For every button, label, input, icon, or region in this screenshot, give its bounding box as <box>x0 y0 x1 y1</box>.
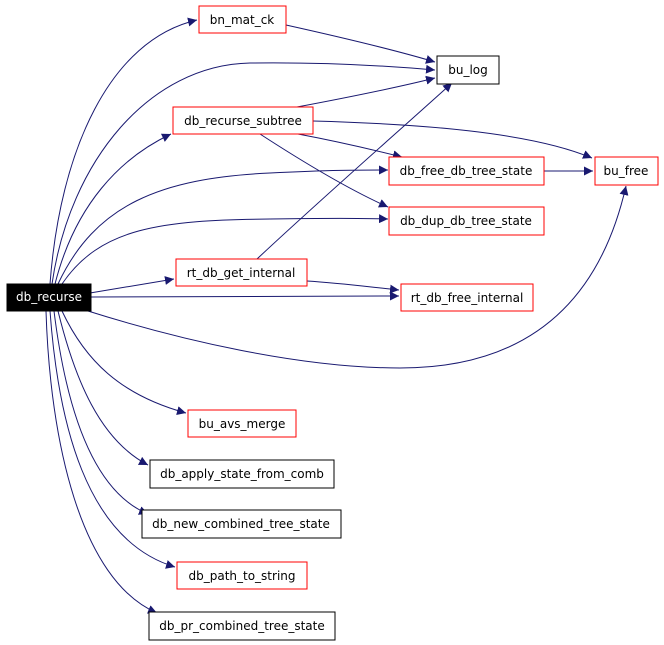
node-rt_db_free_internal-label: rt_db_free_internal <box>411 291 524 305</box>
edge-db_recurse-bu_avs_merge <box>61 310 187 415</box>
edge-db_recurse-db_path_to_string <box>49 310 176 569</box>
node-db_apply_state_from_comb-label: db_apply_state_from_comb <box>160 467 324 481</box>
node-db_pr_combined_tree_state[interactable]: db_pr_combined_tree_state <box>148 611 336 641</box>
edge-db_recurse-bu_free <box>87 185 629 369</box>
edge-bn_mat_ck-bu_log <box>285 24 436 64</box>
edge-db_recurse-bn_mat_ck <box>49 17 198 285</box>
node-db_dup_db_tree_state[interactable]: db_dup_db_tree_state <box>388 206 545 236</box>
node-db_recurse[interactable]: db_recurse <box>6 283 92 312</box>
node-bu_free[interactable]: bu_free <box>594 156 659 186</box>
edge-db_recurse-rt_db_free_internal <box>89 291 400 301</box>
edge-rt_db_get_internal-rt_db_free_internal <box>306 280 400 294</box>
node-rt_db_free_internal[interactable]: rt_db_free_internal <box>400 283 534 312</box>
node-bn_mat_ck[interactable]: bn_mat_ck <box>198 5 287 34</box>
edge-db_recurse-db_new_combined_tree_state <box>53 310 149 515</box>
node-db_recurse-label: db_recurse <box>16 290 82 304</box>
node-db_path_to_string-box <box>176 561 308 590</box>
node-db_recurse_subtree-label: db_recurse_subtree <box>184 114 302 128</box>
node-db_apply_state_from_comb-box <box>149 459 335 489</box>
node-db_new_combined_tree_state-box <box>141 509 342 539</box>
edge-rt_db_get_internal-bu_log <box>256 82 453 260</box>
node-db_pr_combined_tree_state-label: db_pr_combined_tree_state <box>159 619 325 633</box>
edge-db_recurse_subtree-bu_log <box>296 75 436 108</box>
edge-db_recurse-db_dup_db_tree_state <box>61 214 389 285</box>
node-rt_db_get_internal-box <box>175 258 308 287</box>
node-bu_avs_merge-box <box>187 409 297 438</box>
node-bu_free-box <box>594 156 659 186</box>
node-rt_db_get_internal[interactable]: rt_db_get_internal <box>175 258 308 287</box>
node-db_new_combined_tree_state[interactable]: db_new_combined_tree_state <box>141 509 342 539</box>
node-bu_avs_merge-label: bu_avs_merge <box>199 417 286 431</box>
node-bu_free-label: bu_free <box>604 164 649 178</box>
edge-db_recurse_subtree-db_free_db_tree_state <box>297 133 403 160</box>
node-db_apply_state_from_comb[interactable]: db_apply_state_from_comb <box>149 459 335 489</box>
node-rt_db_get_internal-label: rt_db_get_internal <box>187 266 296 280</box>
node-db_recurse_subtree[interactable]: db_recurse_subtree <box>172 106 314 135</box>
node-bu_log[interactable]: bu_log <box>436 55 500 85</box>
node-db_free_db_tree_state-label: db_free_db_tree_state <box>400 164 533 178</box>
edge-db_recurse-db_pr_combined_tree_state <box>45 310 158 614</box>
edge-db_recurse-db_apply_state_from_comb <box>57 310 149 466</box>
node-db_path_to_string-label: db_path_to_string <box>188 569 295 583</box>
node-db_pr_combined_tree_state-box <box>148 611 336 641</box>
node-db_path_to_string[interactable]: db_path_to_string <box>176 561 308 590</box>
node-rt_db_free_internal-box <box>400 283 534 312</box>
edge-db_recurse-bu_log <box>51 62 436 285</box>
edge-db_recurse_subtree-db_dup_db_tree_state <box>259 133 389 208</box>
node-bu_log-label: bu_log <box>448 63 488 77</box>
edge-db_recurse-db_recurse_subtree <box>54 133 172 285</box>
node-db_dup_db_tree_state-box <box>388 206 545 236</box>
node-bn_mat_ck-label: bn_mat_ck <box>210 13 275 27</box>
edge-db_recurse-db_free_db_tree_state <box>57 165 389 285</box>
node-db_free_db_tree_state[interactable]: db_free_db_tree_state <box>388 156 545 186</box>
node-db_free_db_tree_state-box <box>388 156 545 186</box>
node-db_dup_db_tree_state-label: db_dup_db_tree_state <box>400 214 532 228</box>
node-db_recurse_subtree-box <box>172 106 314 135</box>
node-bu_avs_merge[interactable]: bu_avs_merge <box>187 409 297 438</box>
edge-db_recurse-rt_db_get_internal <box>89 276 175 294</box>
node-db_new_combined_tree_state-label: db_new_combined_tree_state <box>152 517 330 531</box>
edge-db_recurse_subtree-bu_free <box>312 120 593 159</box>
node-db_recurse-box <box>6 283 92 312</box>
node-bu_log-box <box>436 55 500 85</box>
node-bn_mat_ck-box <box>198 5 287 34</box>
